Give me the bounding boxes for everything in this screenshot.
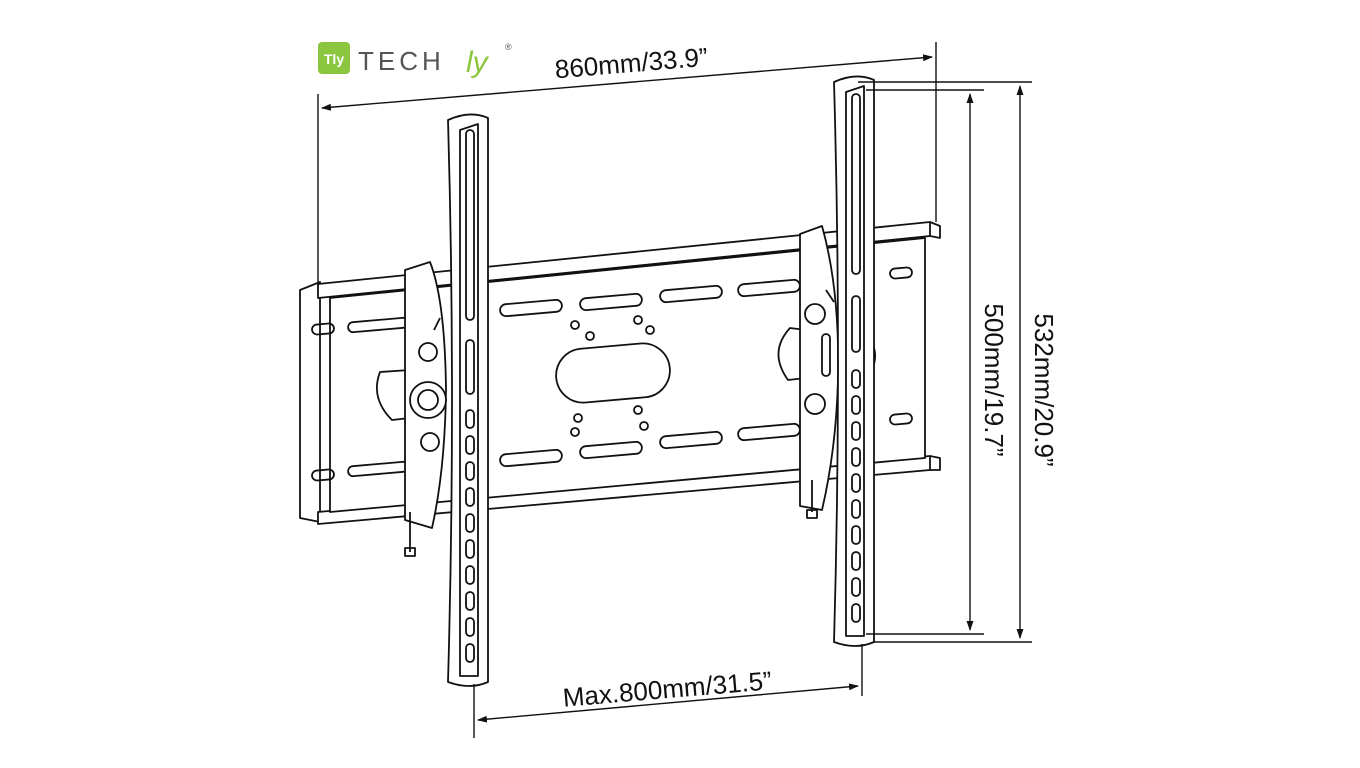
- wall-mount-drawing: [299, 75, 941, 687]
- logo-mark-text: Tly: [324, 51, 344, 67]
- vesa-height-label: 500mm/19.7”: [979, 303, 1009, 456]
- total-height-label: 532mm/20.9”: [1029, 313, 1059, 466]
- techly-logo: Tly TECH ly ®: [318, 42, 512, 79]
- logo-registered: ®: [505, 42, 512, 52]
- dimension-lines: [317, 42, 1032, 738]
- right-arm-slots: [851, 369, 861, 623]
- total-width-arrow: [321, 54, 933, 111]
- left-vertical-arm: [447, 113, 489, 687]
- logo-name-main: TECH: [358, 46, 445, 76]
- left-tilt-bracket: [404, 261, 447, 557]
- vesa-width-arrow: [477, 683, 859, 723]
- logo-name-accent: ly: [466, 46, 490, 79]
- right-vertical-arm: [833, 75, 875, 647]
- center-plate: [499, 278, 801, 468]
- left-arm-slots: [465, 409, 475, 663]
- vesa-width-label: Max.800mm/31.5”: [562, 665, 773, 712]
